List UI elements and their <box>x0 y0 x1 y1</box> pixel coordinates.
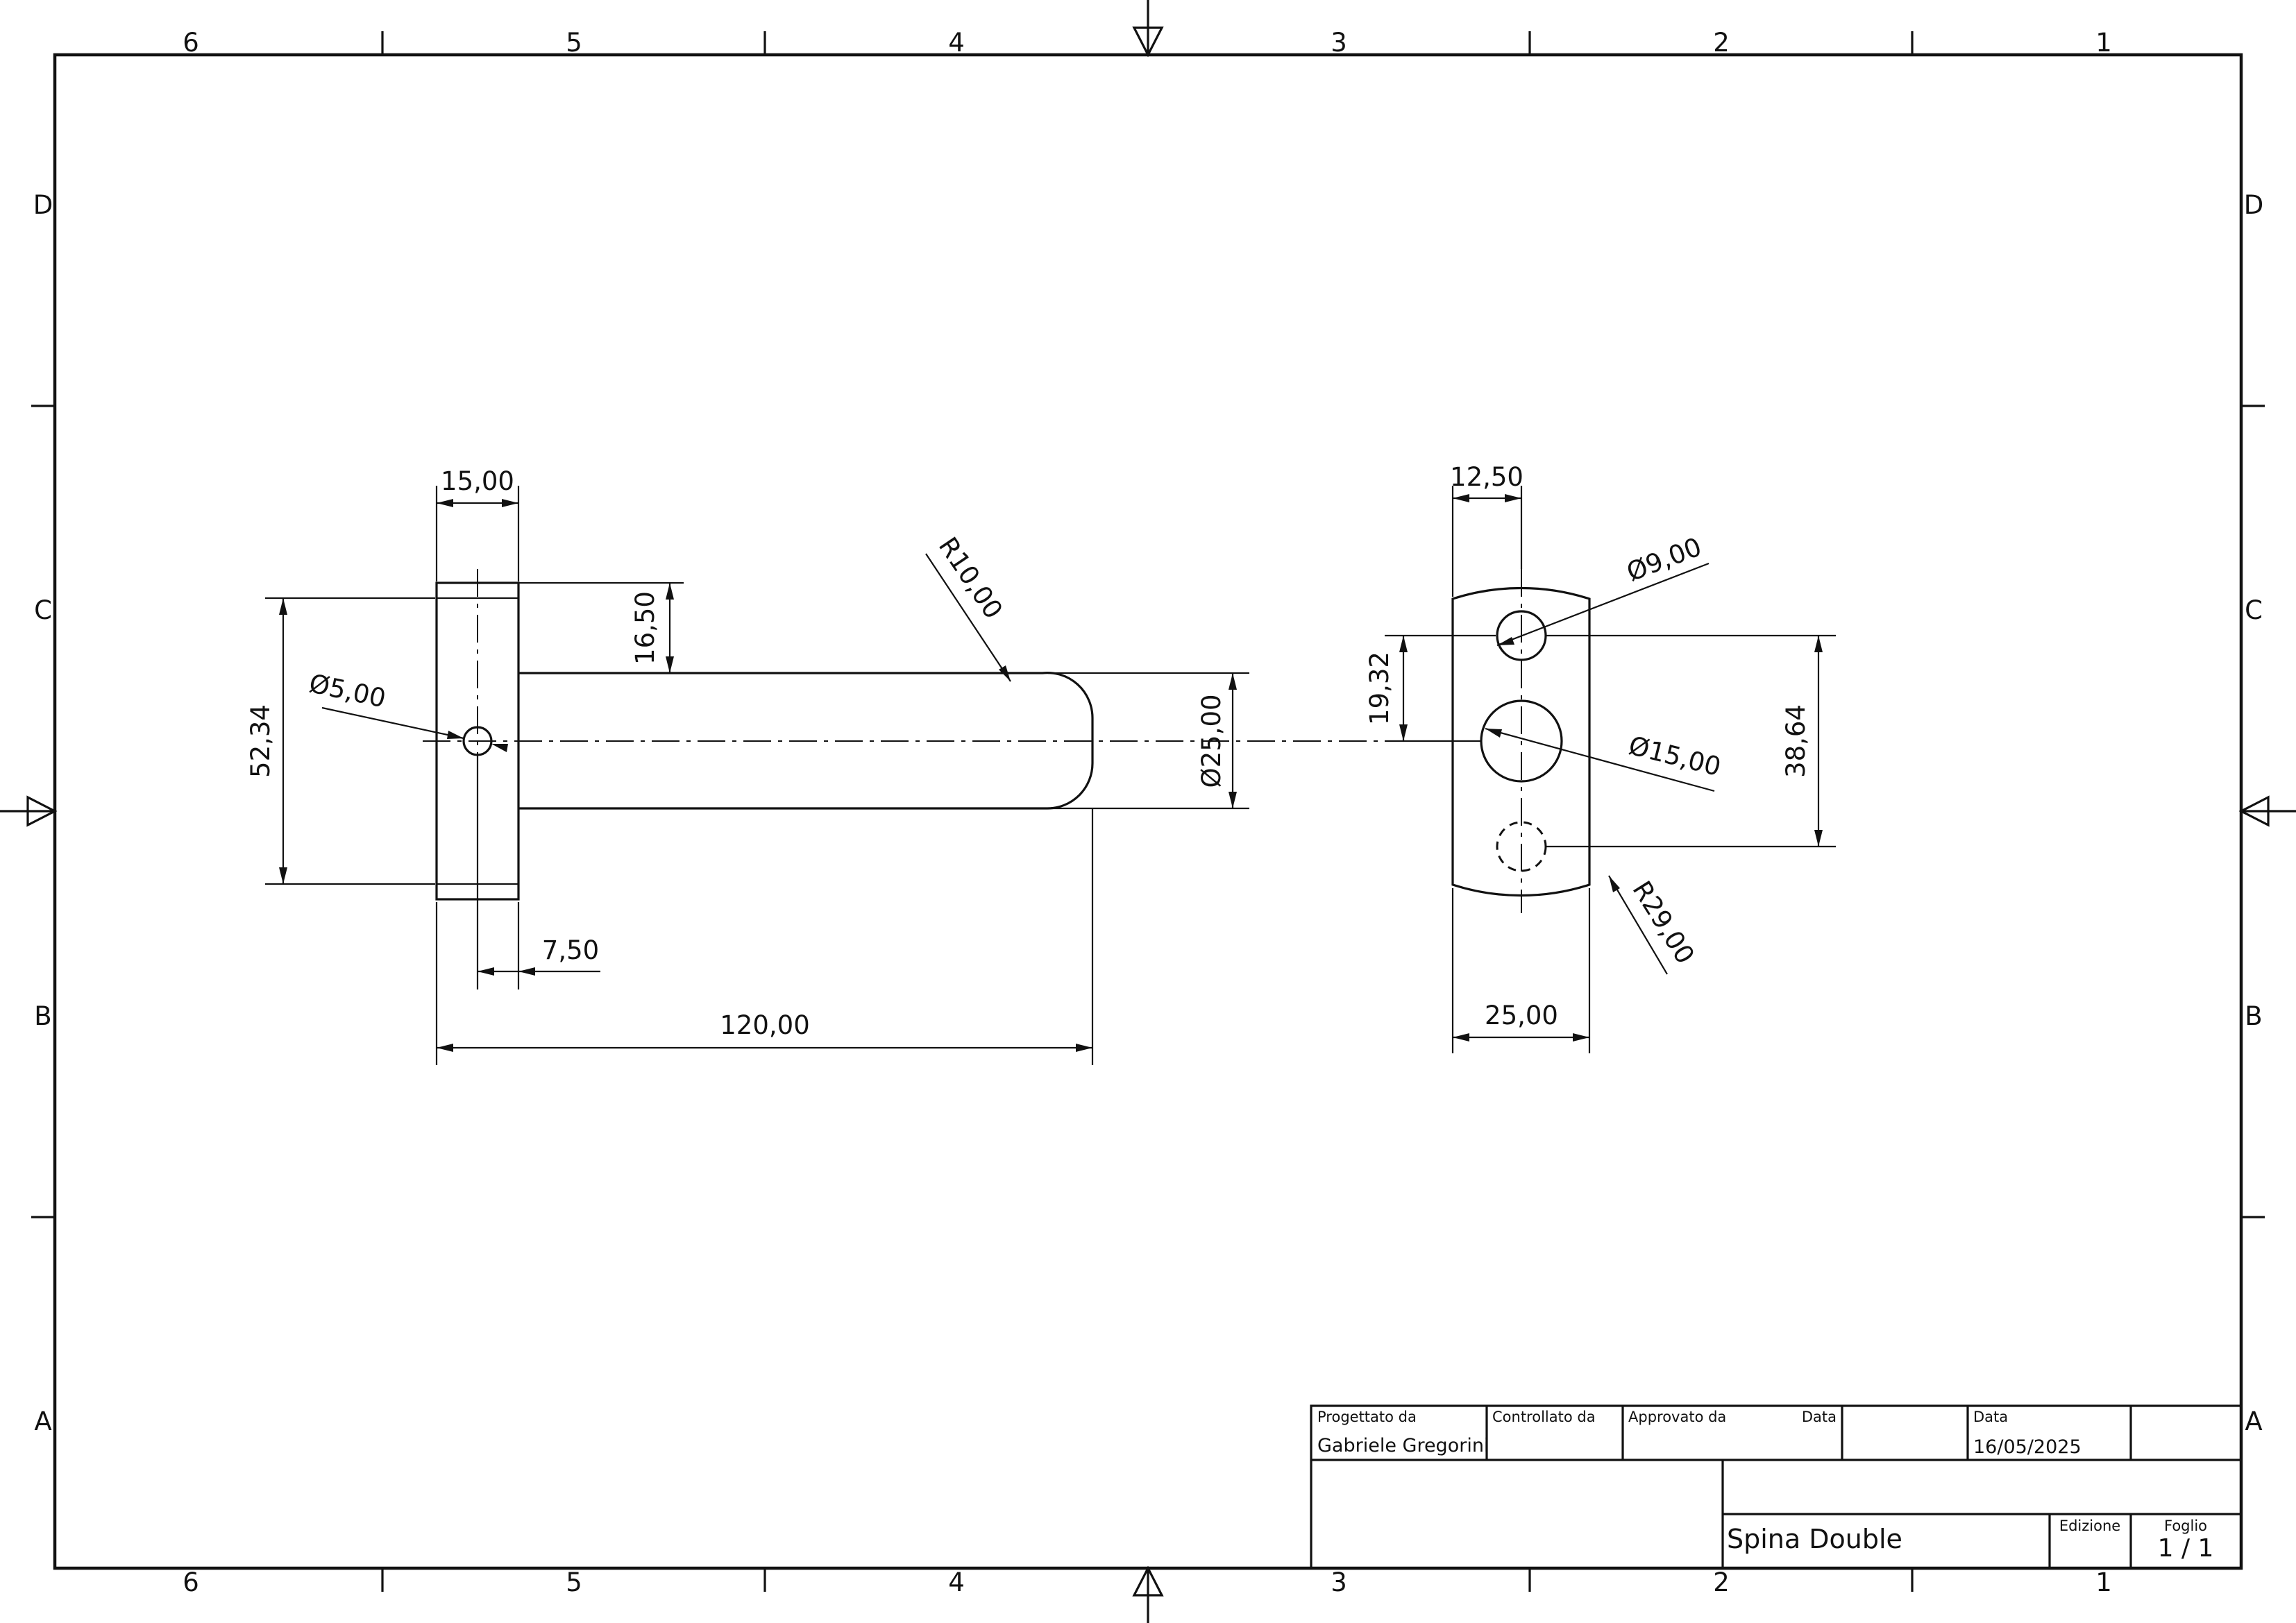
row-label-right-b: B <box>2245 1001 2262 1031</box>
approved-by-label: Approvato da <box>1628 1409 1726 1425</box>
edition-label: Edizione <box>2059 1518 2120 1534</box>
dim-flange-thickness: 15,00 <box>441 466 514 496</box>
designed-by-value: Gabriele Gregorini <box>1317 1435 1489 1456</box>
sheet-value: 1 / 1 <box>2158 1534 2214 1563</box>
dim-outer-hole-spacing: 38,64 <box>1781 704 1811 778</box>
col-label-bottom-2: 2 <box>1713 1567 1730 1597</box>
row-label-right-d: D <box>2244 190 2264 220</box>
dim-plate-width: 25,00 <box>1485 1001 1558 1030</box>
dimension-lines <box>265 486 1836 1065</box>
drawing-title: Spina Double <box>1727 1524 1902 1554</box>
dim-half-width: 12,50 <box>1450 462 1523 492</box>
col-label-bottom-1: 1 <box>2095 1567 2112 1597</box>
dim-top-hole-dia: Ø9,00 <box>1623 532 1706 587</box>
sheet-label: Foglio <box>2164 1518 2207 1534</box>
date-label: Data <box>1973 1409 2008 1425</box>
col-label-bottom-4: 4 <box>948 1567 965 1597</box>
col-label-top-5: 5 <box>566 28 582 58</box>
checked-by-label: Controllato da <box>1492 1409 1596 1425</box>
col-label-top-4: 4 <box>948 28 965 58</box>
date-value: 16/05/2025 <box>1973 1436 2082 1458</box>
col-label-bottom-6: 6 <box>183 1567 199 1597</box>
top-hole <box>1496 610 1547 661</box>
dim-offset-from-flange: 16,50 <box>630 591 660 665</box>
row-label-left-a: A <box>34 1407 51 1436</box>
dim-overall-length: 120,00 <box>720 1010 809 1040</box>
dim-arc-radius: R29,00 <box>1626 876 1700 969</box>
col-label-top-1: 1 <box>2095 28 2112 58</box>
row-label-right-a: A <box>2245 1407 2262 1436</box>
dimension-arrows <box>279 494 1823 1052</box>
row-label-left-d: D <box>33 190 53 220</box>
approved-date-label: Data <box>1802 1409 1837 1425</box>
col-label-top-3: 3 <box>1331 28 1347 58</box>
zone-labels: 6 5 4 3 2 1 6 5 4 3 2 1 D C B A D C B A <box>33 28 2264 1597</box>
row-label-right-c: C <box>2245 595 2263 625</box>
designed-by-label: Progettato da <box>1317 1409 1417 1425</box>
col-label-top-6: 6 <box>183 28 199 58</box>
dim-center-hole-dia: Ø15,00 <box>1626 731 1723 782</box>
dim-shaft-dia: Ø25,00 <box>1197 694 1226 788</box>
drawing-frame <box>53 53 2243 1570</box>
row-label-left-b: B <box>34 1001 51 1031</box>
dimension-texts: 15,00 16,50 52,34 Ø5,00 R10,00 Ø25,00 7,… <box>246 462 1811 1040</box>
zone-ticks <box>31 31 2265 1592</box>
col-label-top-2: 2 <box>1713 28 1730 58</box>
dim-hole-offset: 7,50 <box>542 935 599 965</box>
plate-outline <box>1451 586 1591 897</box>
side-view <box>423 569 1388 913</box>
bottom-hole <box>1496 821 1547 872</box>
dim-small-hole-dia: Ø5,00 <box>307 668 389 713</box>
dim-hole-spacing: 19,32 <box>1365 652 1394 725</box>
dim-flange-height: 52,34 <box>246 704 276 778</box>
row-label-left-c: C <box>34 595 52 625</box>
shaft <box>518 672 1094 810</box>
dim-end-radius: R10,00 <box>933 532 1008 624</box>
title-block: Progettato da Gabriele Gregorini Control… <box>1310 1404 2243 1570</box>
col-label-bottom-5: 5 <box>566 1567 582 1597</box>
col-label-bottom-3: 3 <box>1331 1567 1347 1597</box>
